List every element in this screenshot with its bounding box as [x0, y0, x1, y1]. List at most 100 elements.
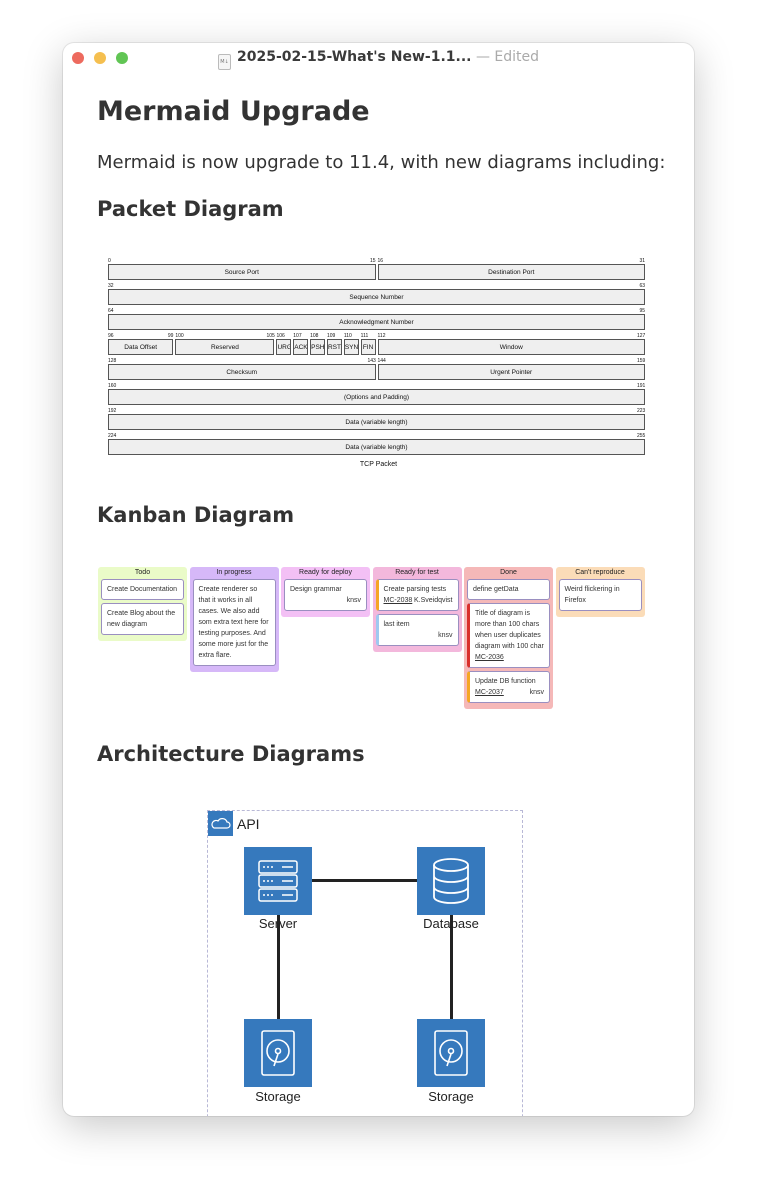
packet-field: Window — [377, 339, 645, 355]
disk-icon — [434, 1030, 468, 1076]
storage-node[interactable] — [244, 1019, 312, 1087]
node-label: Storage — [428, 1089, 474, 1104]
packet-field: SYN — [343, 339, 359, 355]
bit-start-label: 108 — [310, 333, 319, 339]
packet-field: PSH — [310, 339, 325, 355]
database-node[interactable] — [417, 847, 485, 915]
zoom-button[interactable] — [116, 52, 128, 64]
doc-title: Mermaid Upgrade — [97, 96, 370, 127]
kanban-card[interactable]: define getData — [467, 579, 550, 600]
bit-start-label: 128 — [108, 358, 117, 364]
disk-icon — [261, 1030, 295, 1076]
bit-start-label: 144 — [377, 358, 386, 364]
card-text: Design grammar — [290, 586, 342, 593]
packet-field: RST — [326, 339, 342, 355]
intro-paragraph: Mermaid is now upgrade to 11.4, with new… — [97, 152, 666, 173]
title-separator: — — [475, 49, 490, 65]
column-title: In progress — [216, 569, 252, 576]
packet-field: Data (variable length) — [108, 414, 645, 430]
column-title: Done — [500, 569, 517, 576]
markdown-file-icon: M↓ — [217, 54, 231, 70]
kanban-card[interactable]: Weird flickering in Firefox — [558, 579, 642, 611]
bit-start-label: 192 — [108, 408, 117, 414]
card-text: Create renderer so that it works in all … — [198, 586, 269, 659]
packet-field: Acknowledgment Number — [108, 314, 645, 330]
card-text: define getData — [473, 586, 519, 593]
packet-caption: TCP Packet — [359, 461, 398, 468]
minimize-button[interactable] — [94, 52, 106, 64]
cloud-icon — [208, 811, 233, 836]
ticket-link[interactable]: MC-2037 — [475, 689, 504, 696]
bit-start-label: 100 — [175, 333, 184, 339]
card-text: Weird flickering in Firefox — [564, 586, 620, 604]
packet-field: FIN — [360, 339, 376, 355]
bit-start-label: 0 — [108, 258, 111, 264]
edge-server-database — [312, 879, 417, 882]
filename: 2025-02-15-What's New-1.1... — [236, 49, 472, 65]
bit-end-label: 15 — [369, 258, 376, 264]
server-node[interactable] — [244, 847, 312, 915]
ticket-link[interactable]: MC-2038 — [383, 597, 413, 604]
card-text: Create Documentation — [107, 586, 178, 593]
kanban-card[interactable]: Title of diagram is more than 100 chars … — [467, 603, 550, 668]
packet-field: Checksum — [108, 364, 376, 380]
bit-end-label: 95 — [639, 308, 645, 314]
bit-end-label: 159 — [637, 358, 646, 364]
bit-end-label: 223 — [637, 408, 646, 414]
packet-field: Data Offset — [108, 339, 174, 355]
api-group — [207, 810, 523, 1116]
bit-start-label: 112 — [377, 333, 386, 339]
node-label: Storage — [255, 1089, 301, 1104]
bit-start-label: 32 — [108, 283, 114, 289]
node-label: Database — [423, 916, 479, 931]
edited-status: Edited — [494, 49, 540, 65]
packet-field: Destination Port — [377, 264, 645, 280]
assignee: K.Sveidqvist — [413, 597, 453, 604]
kanban-card[interactable]: Design grammar knsv — [284, 579, 367, 611]
bit-start-label: 106 — [276, 333, 285, 339]
group-label: API — [237, 816, 260, 832]
bit-end-label: 191 — [637, 383, 646, 389]
close-button[interactable] — [72, 52, 84, 64]
window-title: M↓ 2025-02-15-What's New-1.1... — Edited — [63, 49, 694, 70]
packet-heading: Packet Diagram — [97, 197, 284, 221]
column-title: Ready for test — [395, 569, 439, 576]
assignee: knsv — [529, 689, 544, 696]
bit-start-label: 111 — [360, 333, 369, 339]
bit-end-label: 255 — [637, 433, 646, 439]
bit-end-label: 99 — [167, 333, 174, 339]
bit-end-label: 31 — [639, 258, 645, 264]
bit-end-label: 63 — [639, 283, 645, 289]
packet-field: (Options and Padding) — [108, 389, 645, 405]
bit-end-label: 105 — [266, 333, 275, 339]
kanban-card[interactable]: Create Documentation — [101, 579, 184, 600]
kanban-card[interactable]: Create renderer so that it works in all … — [192, 579, 276, 666]
assignee: knsv — [346, 597, 361, 604]
card-text: Create parsing tests — [383, 586, 447, 593]
column-title: Todo — [134, 569, 151, 576]
card-text: Title of diagram is more than 100 chars … — [475, 610, 544, 650]
architecture-heading: Architecture Diagrams — [97, 742, 365, 766]
kanban-heading: Kanban Diagram — [97, 503, 295, 527]
storage-node[interactable] — [417, 1019, 485, 1087]
bit-start-label: 109 — [326, 333, 336, 339]
database-icon — [433, 858, 469, 904]
packet-field: Source Port — [108, 264, 376, 280]
bit-start-label: 224 — [108, 433, 117, 439]
ticket-link[interactable]: MC-2036 — [475, 654, 504, 661]
bit-start-label: 110 — [343, 333, 352, 339]
kanban-card[interactable]: Create Blog about the new diagram — [101, 603, 184, 635]
edge-database-storage — [450, 914, 453, 1019]
bit-start-label: 16 — [377, 258, 384, 264]
bit-start-label: 160 — [108, 383, 117, 389]
edge-server-storage — [277, 914, 280, 1019]
